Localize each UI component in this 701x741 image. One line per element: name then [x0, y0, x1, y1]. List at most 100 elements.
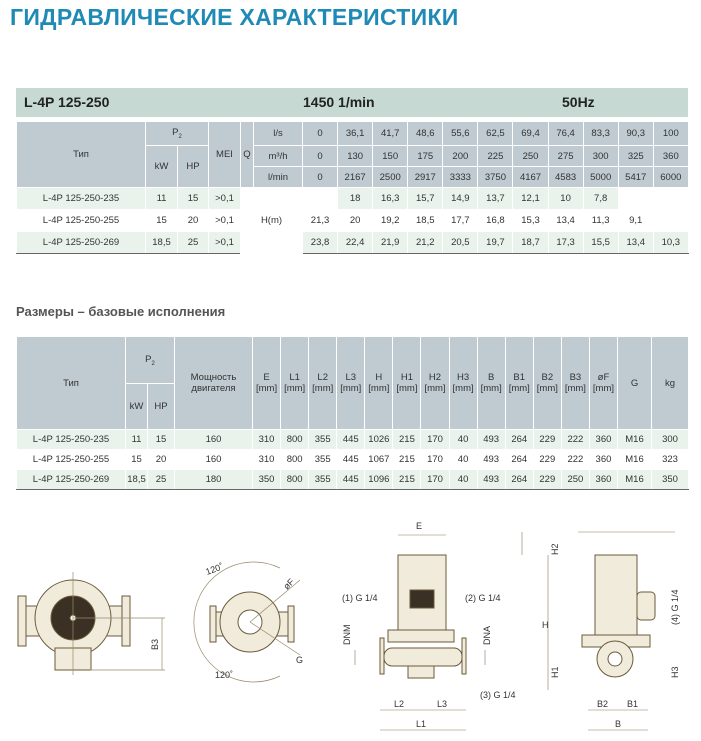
dim-value: 215 [392, 449, 422, 470]
head-value: 15,3 [512, 209, 549, 232]
dim-name: E [263, 372, 270, 383]
kw-cell: 15 [145, 209, 178, 232]
dim-unit: [mm] [312, 383, 334, 394]
head-value: 13,7 [477, 187, 514, 210]
page-title: ГИДРАВЛИЧЕСКИЕ ХАРАКТЕРИСТИКИ [10, 4, 459, 30]
g-header: G [617, 336, 653, 430]
dim-value: 355 [308, 449, 338, 470]
flow-value: 100 [652, 121, 689, 146]
dim-value: 310 [251, 429, 282, 450]
dim-value: 445 [336, 449, 366, 470]
dim-name: L1 [289, 372, 300, 383]
dim-value: 250 [560, 469, 590, 490]
l2-label: L2 [394, 699, 404, 709]
dim-header: H3[mm] [448, 336, 478, 430]
flow-value: 0 [301, 166, 339, 188]
dim-value: 800 [280, 469, 310, 490]
flow-value: 41,7 [372, 121, 409, 146]
flow-value: 55,6 [442, 121, 479, 146]
hp-header: HP [147, 383, 175, 430]
flow-value: 2167 [337, 166, 374, 188]
dnm-label: DNM [342, 625, 352, 646]
head-value [652, 209, 689, 232]
type-header: Тип [16, 121, 146, 188]
dim-value: 493 [476, 449, 506, 470]
dim-value: 350 [251, 469, 282, 490]
dim-unit: [mm] [480, 383, 502, 394]
dim-header: L2[mm] [308, 336, 338, 430]
b3-label: B3 [150, 639, 160, 650]
dim-value: 264 [504, 449, 534, 470]
hp-cell: 25 [147, 469, 175, 490]
head-value [301, 187, 339, 210]
motor-label: двигателя [191, 383, 236, 394]
kw-header: kW [125, 383, 148, 430]
unit-header: l/s [253, 121, 303, 146]
flow-value: 5000 [582, 166, 619, 188]
flow-value: 175 [407, 145, 444, 167]
dim-value: 222 [560, 449, 590, 470]
dim-unit: [mm] [368, 383, 390, 394]
head-value: 18,5 [407, 209, 444, 232]
mei-cell: >0,1 [208, 209, 241, 232]
dim-value: 493 [476, 469, 506, 490]
dim-name: B [487, 372, 495, 383]
flow-value: 6000 [652, 166, 689, 188]
flow-value: 3333 [442, 166, 479, 188]
head-value: 21,9 [372, 231, 409, 254]
type-cell: L-4P 125-250-235 [16, 187, 146, 210]
dim-unit: [mm] [508, 383, 530, 394]
kw-cell: 18,5 [145, 231, 178, 254]
dim-value: 355 [308, 429, 338, 450]
p2-label: P [145, 353, 152, 365]
dim-header: L3[mm] [336, 336, 366, 430]
kw-cell: 15 [125, 449, 148, 470]
head-value: 19,7 [477, 231, 514, 254]
flow-value: 0 [301, 121, 339, 146]
model-name: L-4P 125-250 [24, 94, 110, 110]
dim-value: 215 [392, 429, 422, 450]
g4-label: (4) G 1/4 [670, 589, 680, 625]
dim-value: 360 [588, 449, 619, 470]
type-cell: L-4P 125-250-235 [16, 429, 126, 450]
dim-unit: [mm] [592, 383, 615, 394]
dim-unit: [mm] [284, 383, 306, 394]
dim-header: L1[mm] [280, 336, 310, 430]
flow-value: 325 [617, 145, 654, 167]
flow-value: 62,5 [477, 121, 514, 146]
h3-label: H3 [670, 666, 680, 678]
dim-name: øF [597, 372, 610, 383]
p2-subscript: 2 [178, 133, 182, 140]
flow-value: 360 [652, 145, 689, 167]
hp-cell: 20 [177, 209, 209, 232]
head-value: 15,5 [582, 231, 619, 254]
dim-value: 360 [588, 429, 619, 450]
mei-header: MEI [208, 121, 241, 188]
dim-value: 355 [308, 469, 338, 490]
dim-value: 229 [532, 429, 562, 450]
dim-value: 1096 [364, 469, 394, 490]
flow-value: 69,4 [512, 121, 549, 146]
flow-value: 2500 [372, 166, 409, 188]
dim-value: 40 [448, 429, 478, 450]
mei-cell: >0,1 [208, 231, 241, 254]
dim-name: B1 [513, 372, 526, 383]
h2-label: H2 [550, 543, 560, 555]
dim-value: 800 [280, 429, 310, 450]
head-label: H(m) [240, 187, 303, 254]
hp-cell: 20 [147, 449, 175, 470]
dim-header: B[mm] [476, 336, 506, 430]
pump-top-view-drawing: B3 120˚ 120˚ øF G [17, 561, 303, 683]
dim-value: 445 [336, 469, 366, 490]
g3-label: (3) G 1/4 [480, 690, 516, 700]
dim-value: 1026 [364, 429, 394, 450]
flow-value: 200 [442, 145, 479, 167]
motor-cell: 160 [174, 449, 253, 470]
flow-value: 250 [512, 145, 549, 167]
flow-value: 3750 [477, 166, 514, 188]
dim-value: 229 [532, 449, 562, 470]
dna-label: DNA [482, 626, 492, 645]
